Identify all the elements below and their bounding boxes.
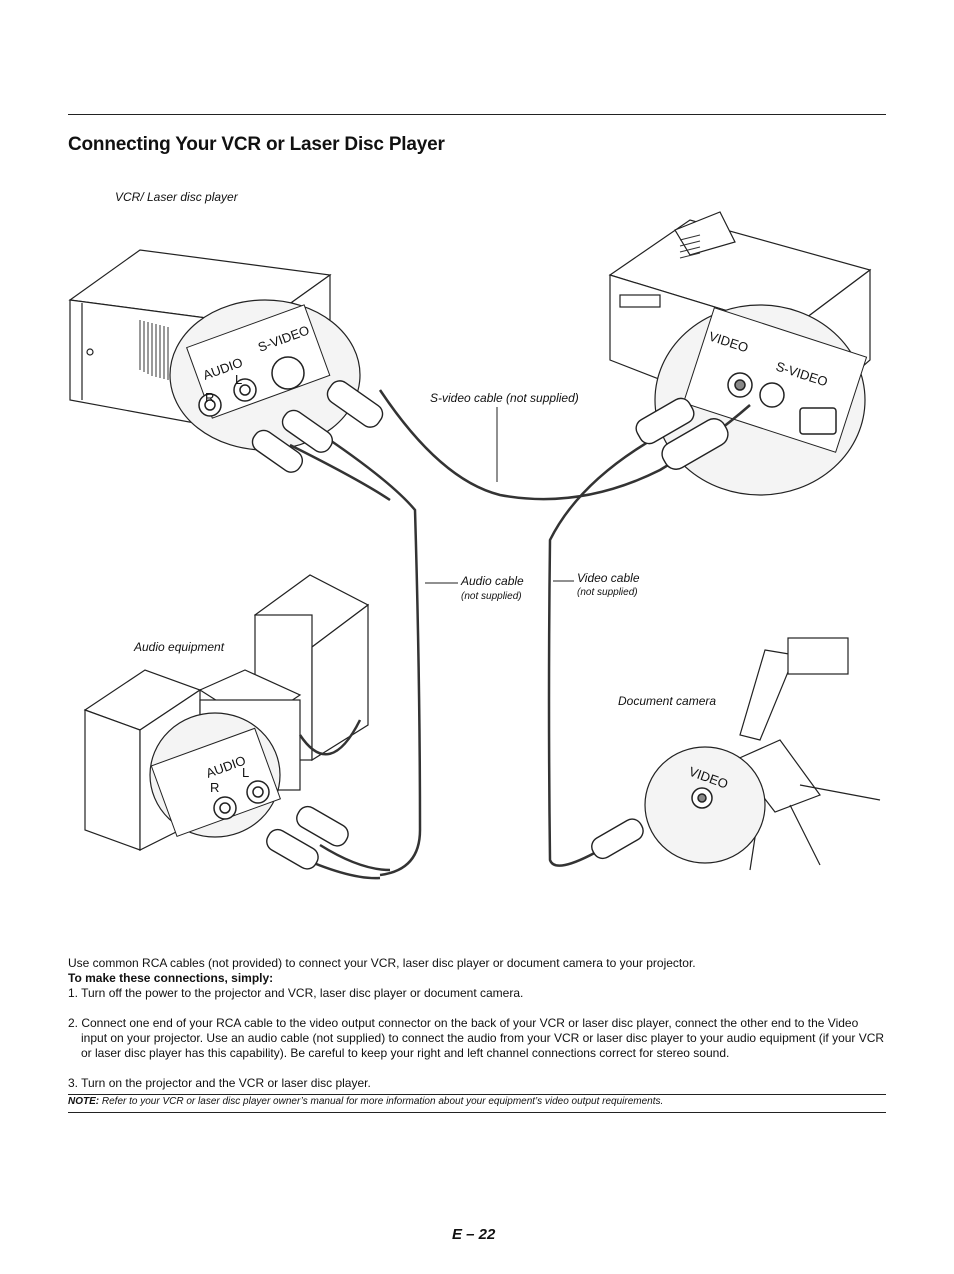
audio-cable-top bbox=[314, 428, 422, 877]
page-number: E – 22 bbox=[452, 1226, 496, 1243]
vcr-r-label: R bbox=[205, 390, 214, 405]
instructions: Use common RCA cables (not provided) to … bbox=[68, 956, 886, 1091]
step-1: 1. Turn off the power to the projector a… bbox=[68, 986, 524, 1000]
top-rule bbox=[68, 114, 886, 115]
audio-equipment-label: Audio equipment bbox=[134, 640, 225, 654]
diagram-illustration: AUDIO S-VIDEO R L VIDEO S-VIDEO AUDIO R … bbox=[68, 211, 881, 880]
vcr-label: VCR/ Laser disc player bbox=[115, 190, 238, 204]
note: NOTE: Refer to your VCR or laser disc pl… bbox=[68, 1096, 663, 1107]
video-cable-note: (not supplied) bbox=[577, 587, 638, 598]
vcr-l-label: L bbox=[235, 372, 242, 387]
note-rule-top bbox=[68, 1094, 886, 1095]
step-3: 3. Turn on the projector and the VCR or … bbox=[68, 1076, 371, 1090]
document-camera-label: Document camera bbox=[618, 694, 717, 708]
audio-cable-note: (not supplied) bbox=[461, 591, 522, 602]
video-cable-label: Video cable bbox=[577, 571, 640, 585]
document-camera bbox=[734, 637, 881, 871]
speaker-r-label: R bbox=[210, 780, 219, 795]
intro-paragraph: Use common RCA cables (not provided) to … bbox=[68, 956, 696, 970]
speaker-l-label: L bbox=[242, 765, 249, 780]
page-title: Connecting Your VCR or Laser Disc Player bbox=[68, 134, 445, 155]
note-text: Refer to your VCR or laser disc player o… bbox=[99, 1096, 664, 1107]
note-label: NOTE: bbox=[68, 1096, 100, 1107]
note-rule-bottom bbox=[68, 1112, 886, 1113]
svideo-cable-label: S-video cable (not supplied) bbox=[430, 391, 579, 405]
step-2: 2. Connect one end of your RCA cable to … bbox=[68, 1016, 885, 1060]
video-cable bbox=[547, 433, 661, 867]
instructions-heading: To make these connections, simply: bbox=[68, 971, 274, 985]
connection-diagram: AUDIO S-VIDEO R L VIDEO S-VIDEO AUDIO R … bbox=[60, 180, 900, 900]
audio-cable-label: Audio cable bbox=[461, 574, 524, 588]
